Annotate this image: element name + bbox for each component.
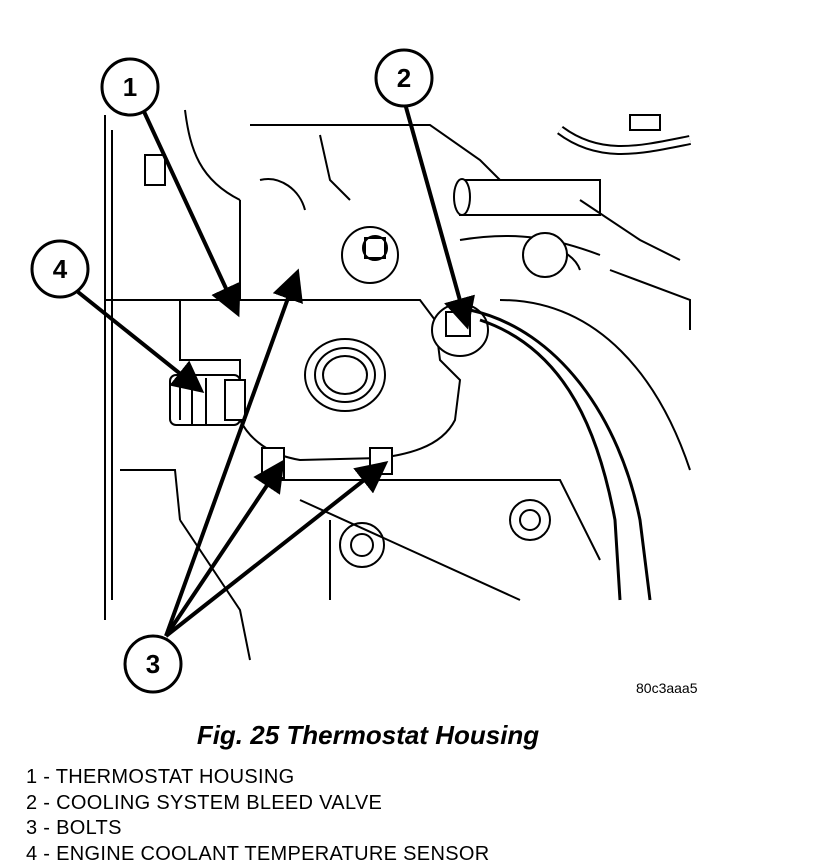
legend-number: 2 [26, 792, 37, 814]
legend-separator: - [37, 792, 56, 814]
legend-separator: - [37, 766, 55, 788]
callout-3: 3 [125, 636, 181, 692]
callout-1-number: 1 [123, 72, 137, 102]
callout-4-number: 4 [53, 254, 68, 284]
leader-line-1 [140, 103, 236, 310]
legend-number: 4 [26, 843, 37, 865]
legend-item: 3 - BOLTS [26, 816, 489, 842]
legend-separator: - [37, 817, 56, 839]
legend-item: 1 - THERMOSTAT HOUSING [26, 765, 489, 791]
callout-2: 2 [376, 50, 432, 106]
callout-4: 4 [32, 241, 88, 297]
thermostat-housing-illustration: 1 2 3 4 [0, 0, 816, 705]
legend-item: 2 - COOLING SYSTEM BLEED VALVE [26, 791, 489, 817]
callout-3-number: 3 [146, 649, 160, 679]
legend-text: ENGINE COOLANT TEMPERATURE SENSOR [56, 843, 489, 865]
legend-number: 1 [26, 766, 37, 788]
leader-line-3b [166, 466, 280, 636]
callout-1: 1 [102, 59, 158, 115]
legend-text: THERMOSTAT HOUSING [56, 766, 295, 788]
legend-number: 3 [26, 817, 37, 839]
legend-list: 1 - THERMOSTAT HOUSING 2 - COOLING SYSTE… [26, 765, 489, 867]
legend-item: 4 - ENGINE COOLANT TEMPERATURE SENSOR [26, 842, 489, 867]
legend-text: COOLING SYSTEM BLEED VALVE [56, 792, 382, 814]
figure-caption: Fig. 25 Thermostat Housing [0, 720, 736, 751]
legend-separator: - [37, 843, 56, 865]
callout-2-number: 2 [397, 63, 411, 93]
legend-text: BOLTS [56, 817, 122, 839]
figure-reference-code: 80c3aaa5 [636, 680, 698, 696]
